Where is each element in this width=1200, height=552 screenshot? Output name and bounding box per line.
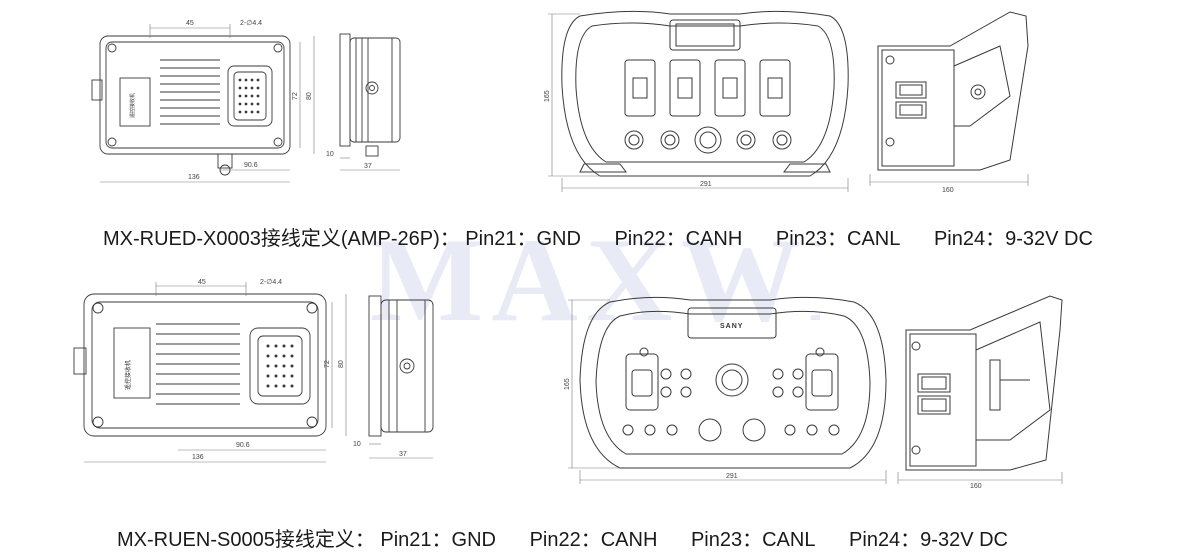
dim-80-2: 80: [338, 360, 345, 368]
pin21-1: Pin21：GND: [465, 228, 581, 250]
dim-136-2: 136: [192, 454, 204, 461]
receiver-label-2: 遥控接收机: [124, 360, 132, 390]
dim-10-2: 10: [353, 441, 361, 448]
receiver-side-view-2: 10 37: [353, 295, 434, 459]
transmitter-front-view-2: SANY 165 291: [564, 296, 887, 484]
dim-906-2: 90.6: [236, 442, 250, 449]
pin23-2: Pin23：CANL: [690, 529, 816, 551]
transmitter-side-view-1: 160: [869, 11, 1029, 194]
receiver-side-view-1: 10 37: [326, 33, 401, 171]
dim-37-1: 37: [364, 163, 372, 170]
dim-45-2: 45: [198, 279, 206, 286]
dim-165-1: 165: [544, 90, 551, 102]
caption-row2: MX-RUEN-S0005接线定义： Pin21：GND Pin22：CANH …: [117, 523, 1008, 552]
pin21-2: Pin21：GND: [380, 529, 496, 551]
pin23-1: Pin23：CANL: [775, 228, 901, 250]
model-name-2: MX-RUEN-S0005接线定义：: [117, 529, 375, 551]
dim-291-1: 291: [700, 181, 712, 188]
dim-hole-1: 2-∅4.4: [240, 20, 262, 27]
dim-72-2: 72: [324, 360, 331, 368]
dim-37-2: 37: [399, 451, 407, 458]
dim-160-2: 160: [970, 483, 982, 490]
receiver-front-view-1: 遥控接收机 45 2-∅4.4 72 80 90.6 136: [91, 20, 315, 183]
pin22-2: Pin22：CANH: [529, 529, 658, 551]
dim-136-1: 136: [188, 174, 200, 181]
receiver-front-view-2: 遥控接收机 45 2-∅4.4 72 80 90.6 136: [73, 279, 347, 463]
dim-165-2: 165: [564, 378, 571, 390]
transmitter-front-view-1: 165 291: [544, 10, 849, 192]
dim-291-2: 291: [726, 473, 738, 480]
brand-label: SANY: [720, 323, 743, 330]
dim-10-1: 10: [326, 151, 334, 158]
transmitter-side-view-2: 160: [897, 295, 1063, 490]
dim-906-1: 90.6: [244, 162, 258, 169]
dim-72-1: 72: [292, 92, 299, 100]
dim-45-1: 45: [186, 20, 194, 27]
caption-row1: MX-RUED-X0003接线定义(AMP-26P)： Pin21：GND Pi…: [103, 222, 1093, 251]
dim-80-1: 80: [306, 92, 313, 100]
pin22-1: Pin22：CANH: [614, 228, 743, 250]
dim-160-1: 160: [942, 187, 954, 194]
pin24-1: Pin24：9-32V DC: [933, 228, 1093, 250]
dim-hole-2: 2-∅4.4: [260, 279, 282, 286]
pin24-2: Pin24：9-32V DC: [849, 529, 1008, 551]
receiver-label-1: 遥控接收机: [129, 93, 136, 118]
model-name-1: MX-RUED-X0003接线定义(AMP-26P)：: [103, 228, 460, 250]
